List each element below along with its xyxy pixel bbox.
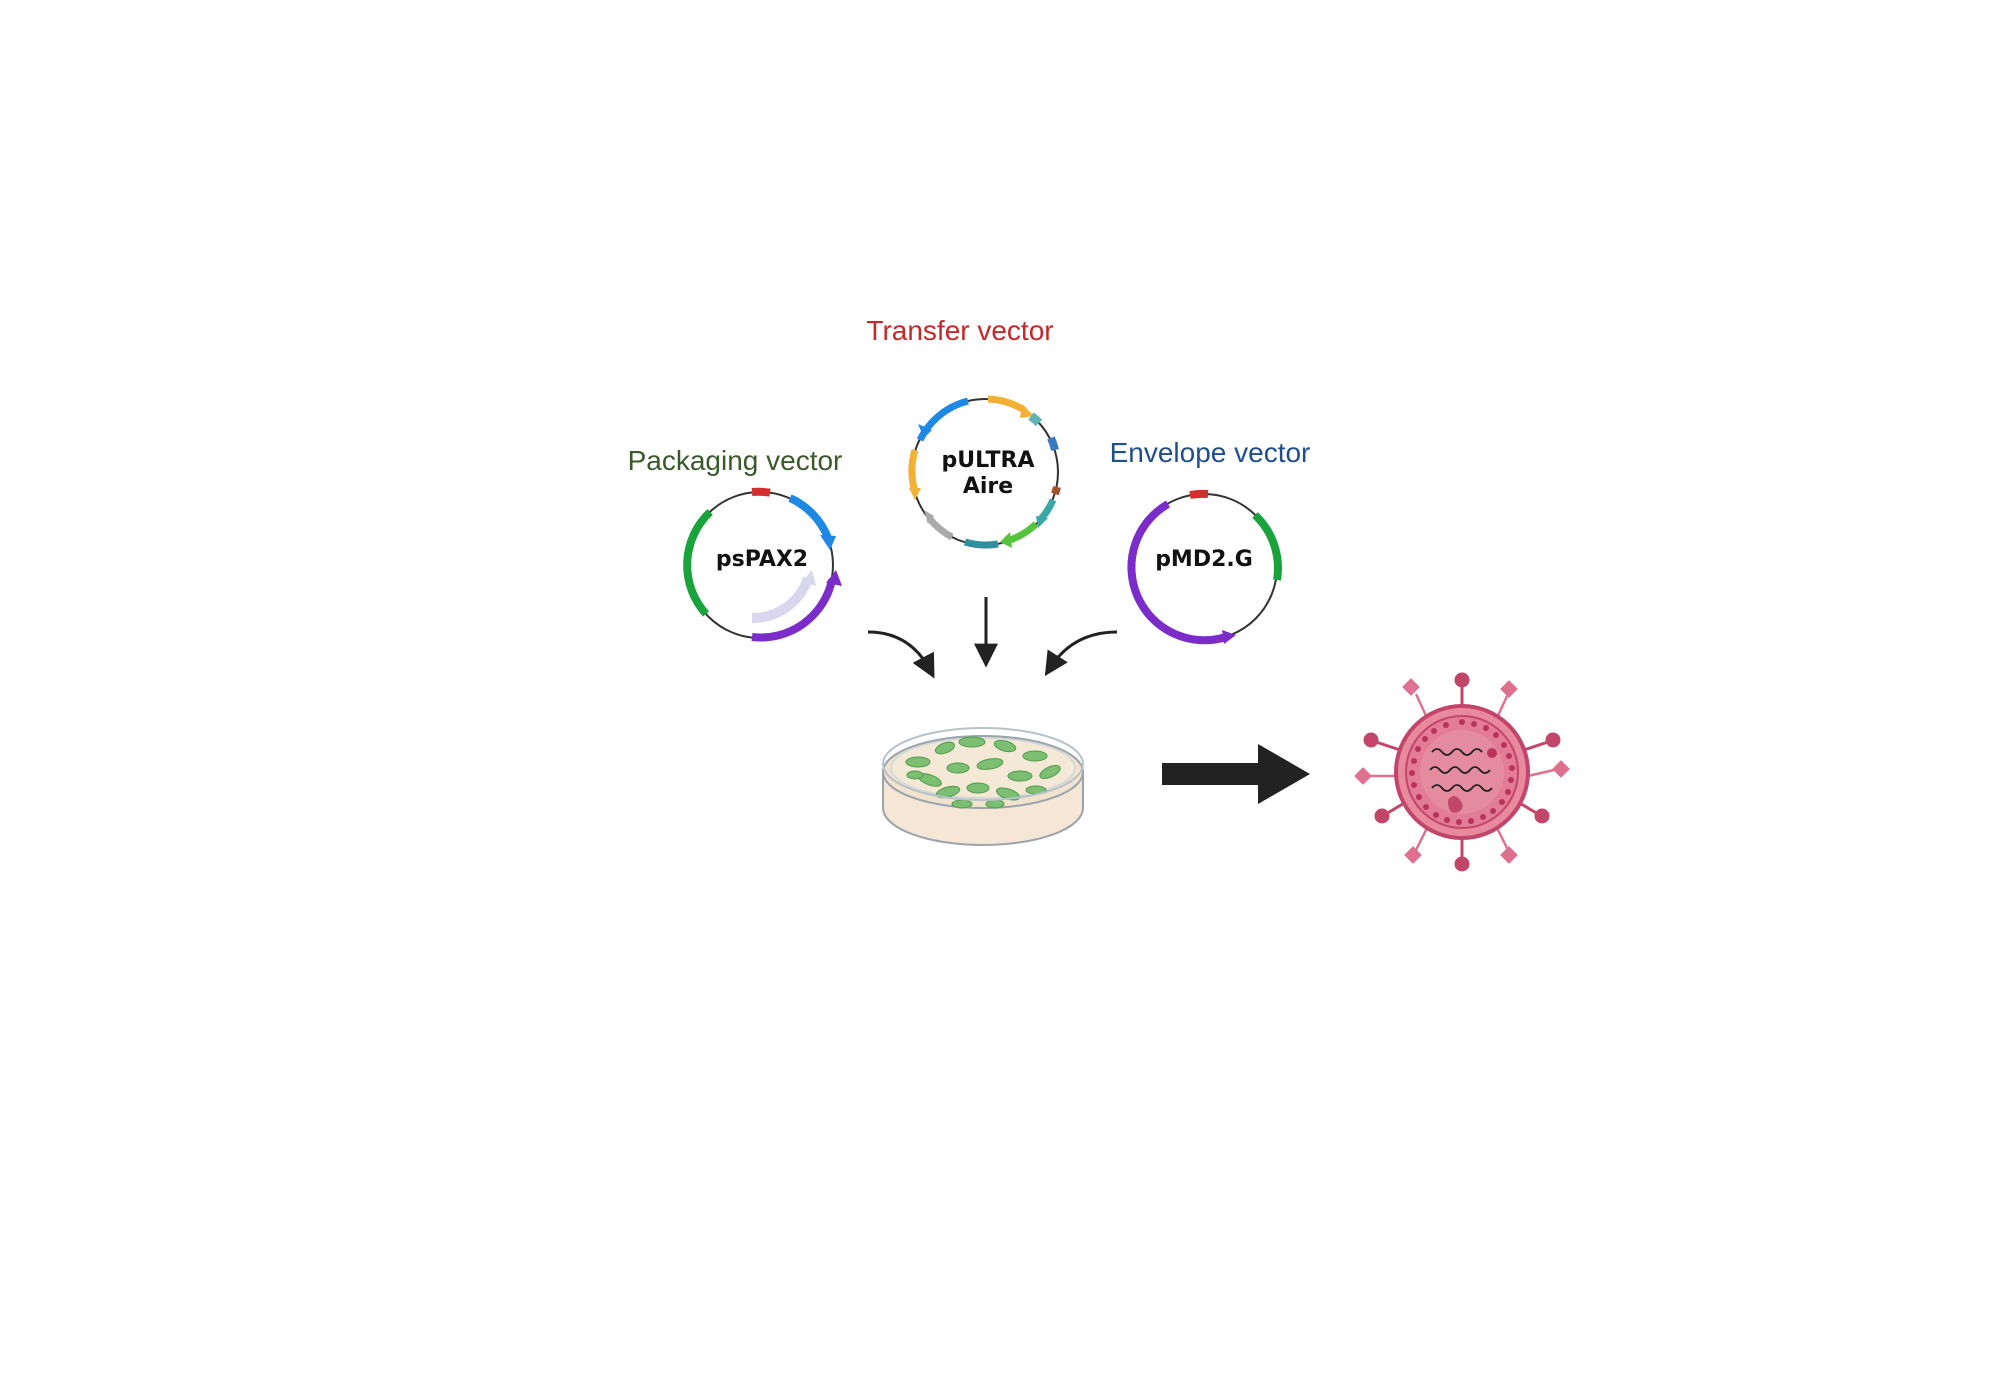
transfer-plasmid: pULTRA Aire xyxy=(908,395,1061,549)
transfer-vector-title: Transfer vector xyxy=(866,315,1053,346)
lentivirus-particle-icon xyxy=(1354,672,1570,872)
packaging-plasmid: psPAX2 xyxy=(683,487,842,642)
packaging-to-dish-arrow xyxy=(867,630,935,679)
packaging-vector-title: Packaging vector xyxy=(628,445,843,476)
envelope-to-dish-arrow xyxy=(1044,630,1118,677)
transfer-plasmid-name-line1: pULTRA xyxy=(942,448,1035,473)
envelope-plasmid-name: pMD2.G xyxy=(1155,547,1253,572)
petri-dish-icon xyxy=(882,727,1084,846)
packaging-plasmid-name: psPAX2 xyxy=(716,547,808,572)
envelope-vector-title: Envelope vector xyxy=(1110,437,1311,468)
production-arrow xyxy=(1162,744,1310,804)
envelope-plasmid: pMD2.G xyxy=(1127,489,1282,645)
transfer-plasmid-name-line2: Aire xyxy=(963,474,1013,499)
